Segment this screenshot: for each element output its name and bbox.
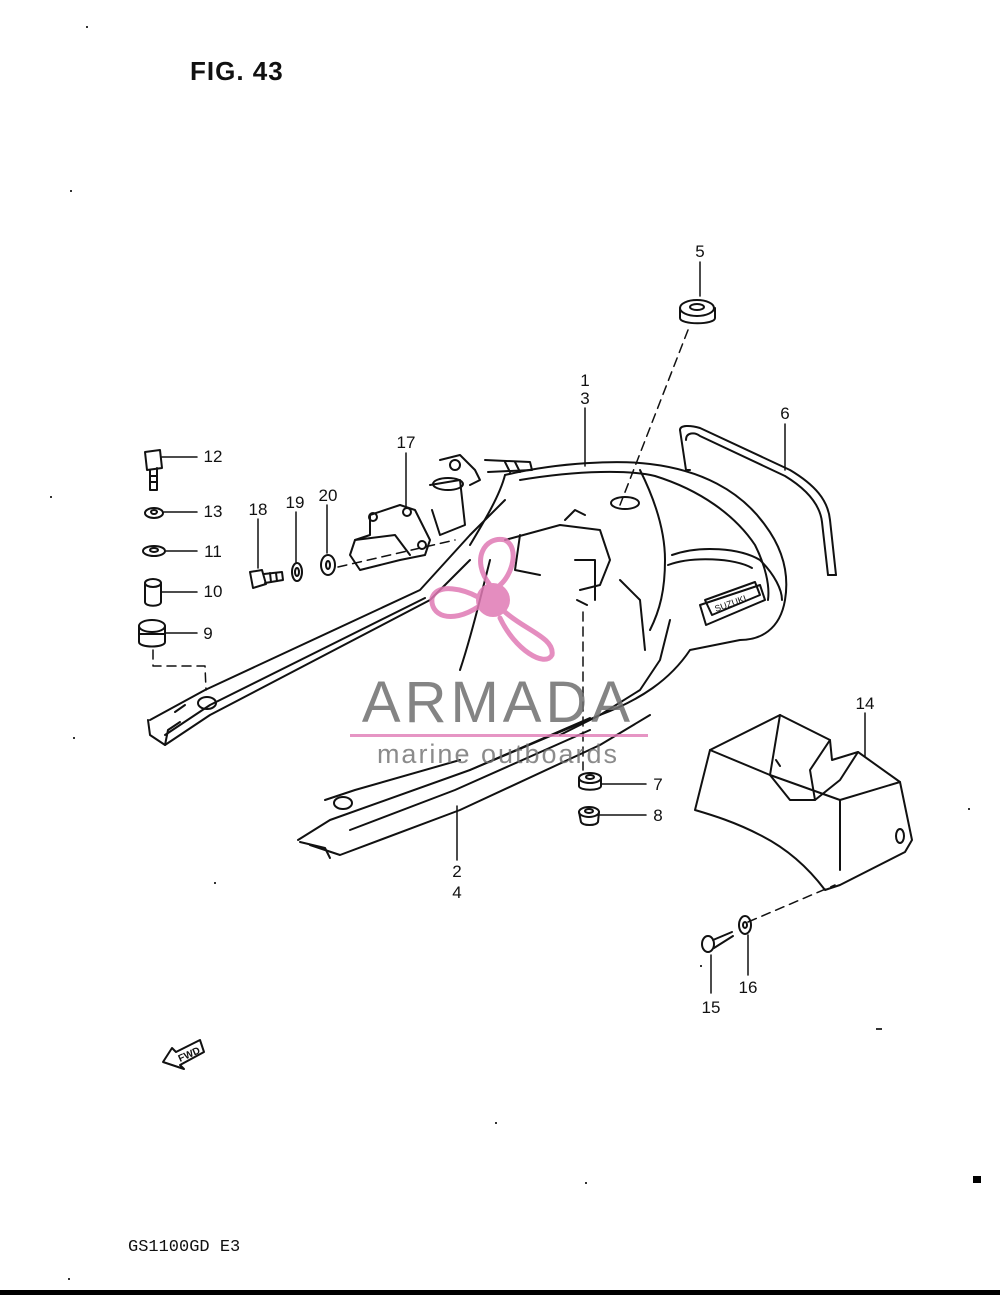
callout-5: 5 [695,242,704,261]
scan-specks [50,26,970,1280]
callout-11: 11 [204,542,222,561]
callout-4: 4 [452,883,461,902]
callout-17: 17 [397,433,416,452]
callout-20: 20 [319,486,338,505]
callout-2: 2 [452,862,461,881]
washer-11 [142,545,166,557]
callout-8: 8 [653,806,662,825]
grommet-5 [679,299,716,325]
callout-12: 12 [204,447,223,466]
callout-10: 10 [204,582,223,601]
figure-title: FIG. 43 [190,56,284,86]
callout-9: 9 [203,624,212,643]
bolt-12 [144,449,163,491]
callout-14: 14 [856,694,875,713]
callout-18: 18 [249,500,268,519]
model-code: GS1100GD E3 [128,1238,241,1257]
watermark-divider [350,734,648,737]
washer-13 [144,507,164,519]
nut-8 [578,806,600,826]
left-frame-rail [147,499,506,746]
assembly-dashed-lines [152,329,836,923]
fwd-label: FWD [177,1045,202,1064]
washer-20 [320,554,336,576]
page-edge-mark [973,1176,981,1183]
callout-3: 3 [580,389,589,408]
spacer-10 [144,578,162,607]
armada-watermark: ARMADA marine outboards [350,536,648,769]
lock-washer-19 [291,562,303,582]
callout-6: 6 [780,404,789,423]
watermark-brand: ARMADA [362,670,634,735]
cover-14 [694,714,913,891]
cushion-9 [138,619,166,648]
forward-direction-arrow: FWD [162,1039,205,1070]
callout-19: 19 [286,493,305,512]
callout-16: 16 [739,978,758,997]
suzuki-emblem: SUZUKI [699,581,766,626]
callout-13: 13 [204,502,223,521]
bolt-18 [249,569,284,589]
washer-16 [738,915,752,935]
callout-7: 7 [653,775,662,794]
screw-15 [701,931,734,953]
bottom-border [0,1290,1000,1295]
leader-lines [161,261,866,994]
seat-rubber-strip [679,424,837,576]
nut-7 [578,772,602,791]
callout-1: 1 [580,371,589,390]
propeller-logo-icon [429,536,555,662]
emblem-text: SUZUKI [713,593,747,614]
watermark-tagline: marine outboards [377,739,619,769]
callout-15: 15 [702,998,721,1017]
callout-labels: 1 3 2 4 5 6 7 8 9 10 11 12 13 14 15 16 1… [203,242,874,1017]
seat-lock-assembly [349,454,533,571]
